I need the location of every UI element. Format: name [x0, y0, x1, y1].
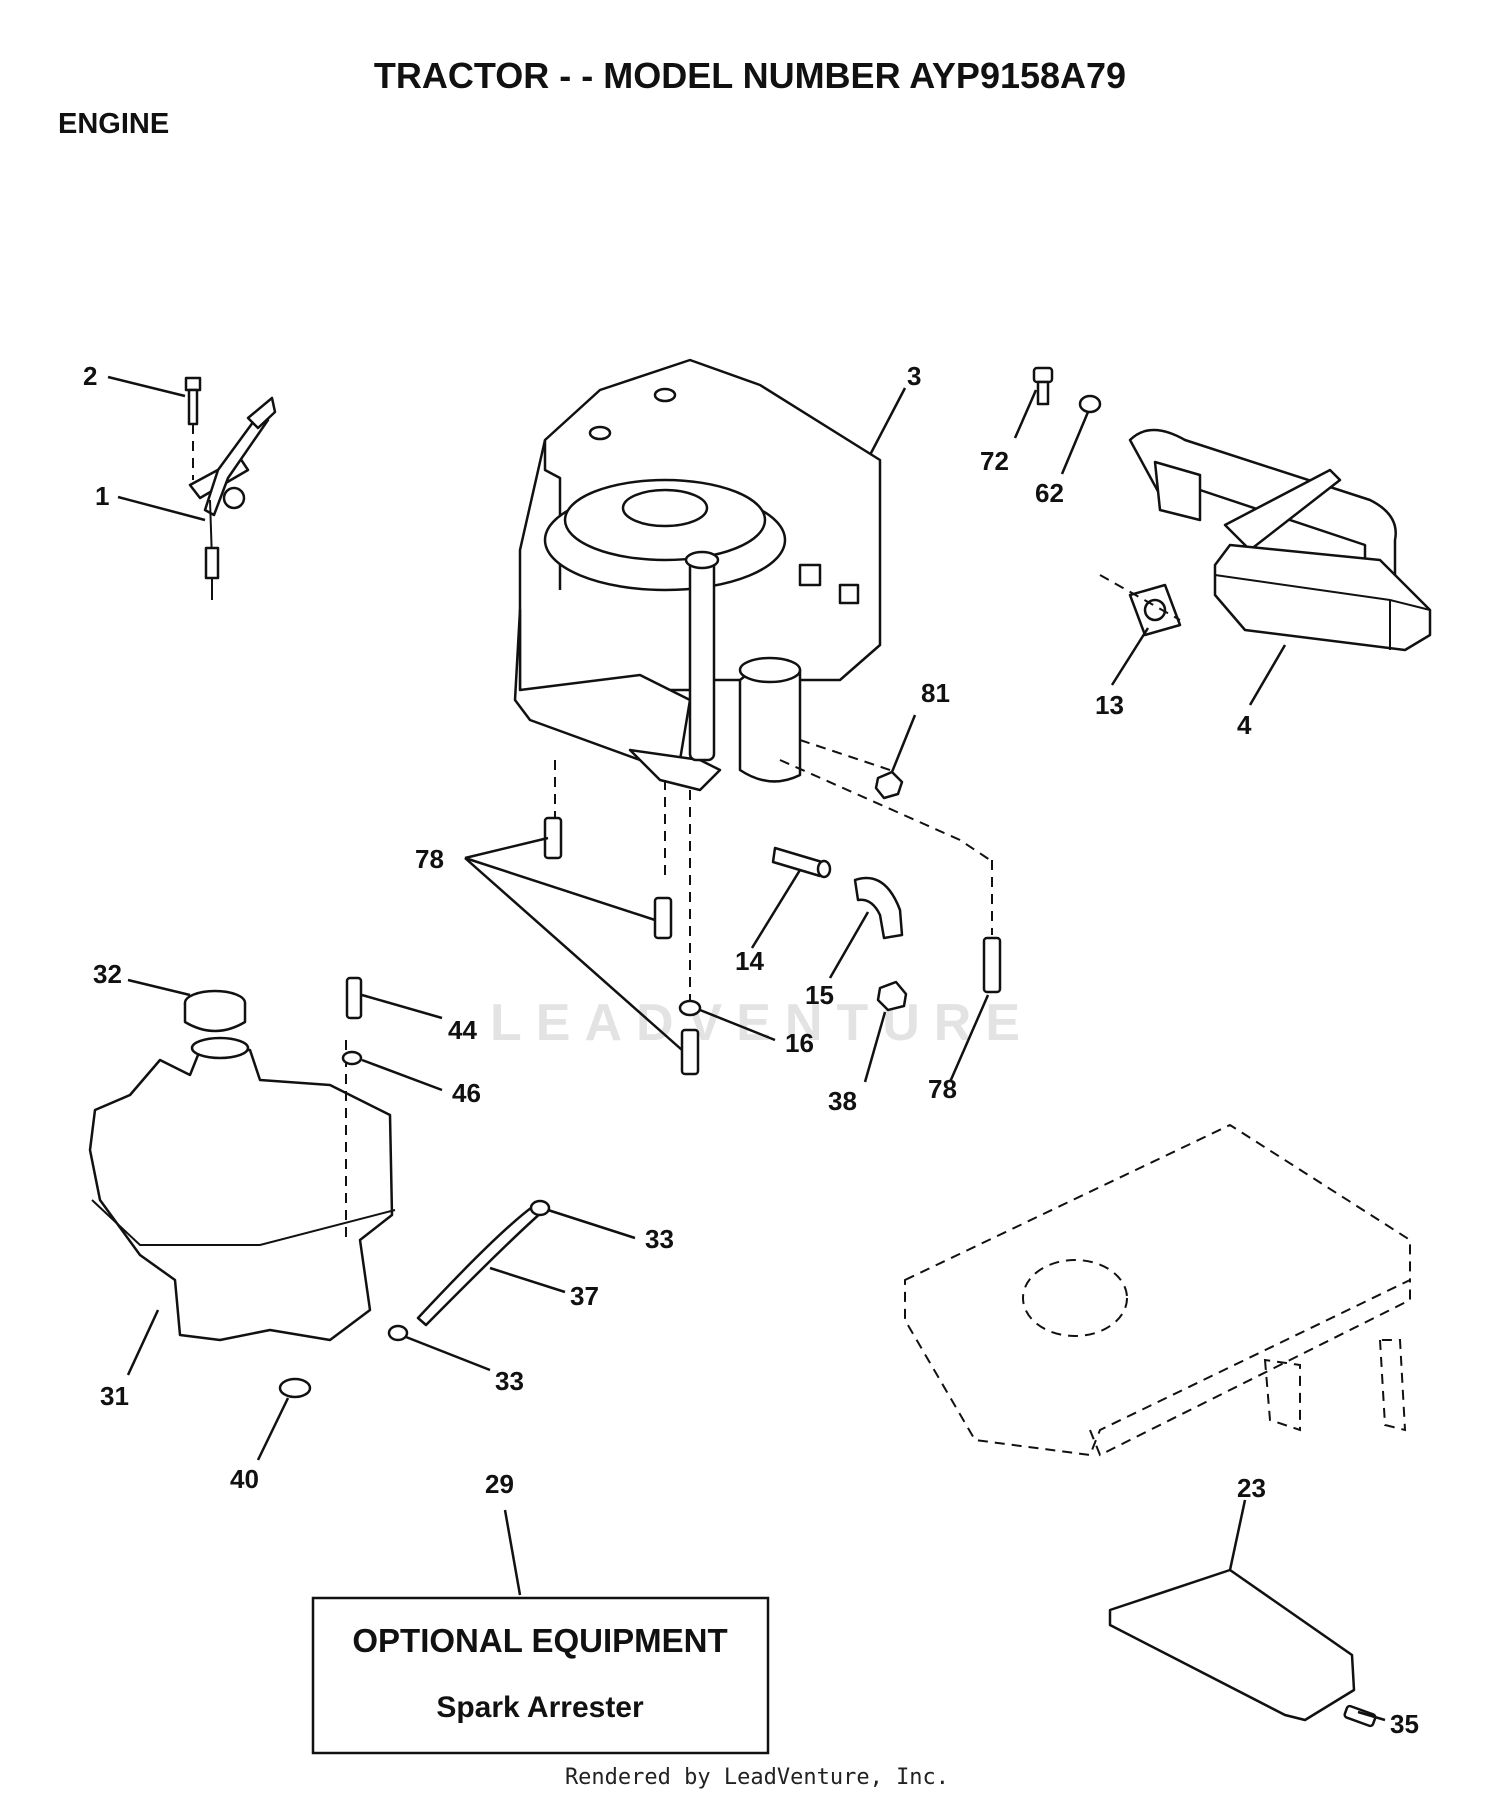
- heat-shield-part: [1108, 1568, 1377, 1728]
- callout-46: 46: [452, 1078, 481, 1108]
- optional-equipment-item: Spark Arrester: [436, 1691, 644, 1724]
- callout-62: 62: [1035, 478, 1064, 508]
- callout-23: 23: [1237, 1473, 1266, 1503]
- callout-31: 31: [100, 1381, 129, 1411]
- callout-16: 16: [785, 1028, 814, 1058]
- oil-drain-pipe-part: [771, 846, 904, 940]
- callout-4: 4: [1237, 710, 1252, 740]
- grommet-40-part: [278, 1377, 312, 1399]
- callout-40: 40: [230, 1464, 259, 1494]
- callout-1: 1: [95, 481, 109, 511]
- callout-81: 81: [921, 678, 950, 708]
- optional-equipment-box: [311, 1596, 770, 1755]
- callout-37: 37: [570, 1281, 599, 1311]
- callout-33-top: 33: [645, 1224, 674, 1254]
- screw-44-part: [345, 976, 363, 1020]
- throttle-control-part: [184, 376, 277, 600]
- tractor-frame-outline: [904, 1123, 1411, 1457]
- engine-part: [513, 358, 991, 1000]
- callout-72: 72: [980, 446, 1009, 476]
- nut-38-part: [876, 980, 908, 1012]
- callout-15: 15: [805, 980, 834, 1010]
- washer-16-part: [678, 999, 702, 1017]
- callout-38: 38: [828, 1086, 857, 1116]
- callout-labels: 2 1 3 72 62 13 4 81 78 14 15 16 38 78 32…: [83, 361, 1419, 1739]
- callout-14: 14: [735, 946, 764, 976]
- watermark: LEADVENTURE: [490, 994, 1034, 1052]
- nut-81-part: [874, 770, 904, 800]
- optional-equipment-heading: OPTIONAL EQUIPMENT: [352, 1622, 727, 1659]
- fuel-line-part: [387, 1199, 551, 1342]
- washer-46-part: [341, 1050, 363, 1066]
- callout-13: 13: [1095, 690, 1124, 720]
- muffler-part: [1032, 366, 1432, 652]
- fuel-tank-part: [88, 989, 396, 1342]
- page-title: TRACTOR - - MODEL NUMBER AYP9158A79: [374, 55, 1126, 96]
- callout-3: 3: [907, 361, 921, 391]
- callout-29: 29: [485, 1469, 514, 1499]
- callout-78-right: 78: [928, 1074, 957, 1104]
- leader-lines: [107, 375, 1386, 1722]
- callout-33-bottom: 33: [495, 1366, 524, 1396]
- callout-32: 32: [93, 959, 122, 989]
- footer-credit: Rendered by LeadVenture, Inc.: [565, 1765, 949, 1790]
- section-label: ENGINE: [58, 108, 169, 140]
- callout-2: 2: [83, 361, 97, 391]
- callout-78-left: 78: [415, 844, 444, 874]
- callout-44: 44: [448, 1015, 477, 1045]
- callout-35: 35: [1390, 1709, 1419, 1739]
